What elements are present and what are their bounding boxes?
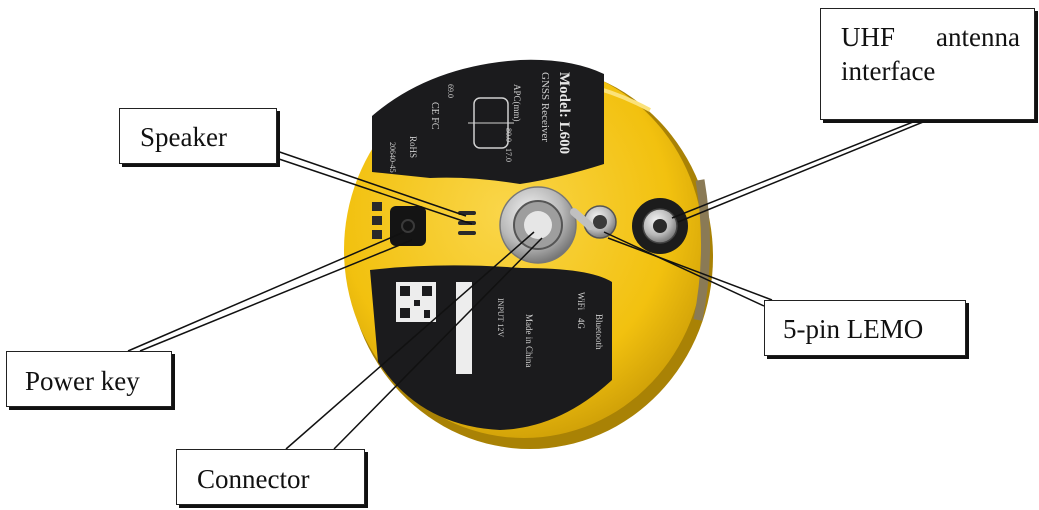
label-dim-b: 17.0 xyxy=(504,148,513,162)
label-version: 20640-45 xyxy=(388,142,397,173)
leader-power xyxy=(127,231,405,352)
lemo-port[interactable] xyxy=(570,205,617,239)
gnss-receiver: Model: L600 GNSS Receiver APC(mm) 80.0 1… xyxy=(344,59,713,449)
lower-label-panel: Bluetooth WiFi 4G Made in China INPUT 12… xyxy=(370,265,612,430)
qr-pattern xyxy=(400,286,432,318)
power-icon xyxy=(401,219,415,233)
label-apc: APC(mm) xyxy=(512,84,522,122)
power-key-body[interactable] xyxy=(390,206,426,246)
power-key[interactable] xyxy=(390,206,426,246)
callout-connector: Connector xyxy=(176,449,365,505)
connector-bore xyxy=(524,211,552,239)
callout-lemo-label: 5-pin LEMO xyxy=(783,314,924,344)
barcode-label xyxy=(456,282,472,374)
label-model: Model: L600 xyxy=(556,72,572,154)
connector-port[interactable] xyxy=(499,186,577,264)
callout-5pin-lemo: 5-pin LEMO xyxy=(764,300,966,356)
leader-lemo-2 xyxy=(607,237,773,301)
callout-power-label: Power key xyxy=(25,366,140,396)
callout-speaker: Speaker xyxy=(119,108,277,164)
callout-power-key: Power key xyxy=(6,351,172,407)
callout-connector-label: Connector xyxy=(197,464,310,494)
leader-lines xyxy=(127,119,929,450)
leader-connector-2 xyxy=(333,237,543,450)
leader-connector xyxy=(285,231,535,450)
label-cert: CE FC xyxy=(429,102,440,130)
callout-speaker-label: Speaker xyxy=(140,122,227,152)
leader-uhf xyxy=(671,119,919,219)
lemo-center xyxy=(593,215,607,229)
upper-label-panel: Model: L600 GNSS Receiver APC(mm) 80.0 1… xyxy=(372,59,604,184)
label-input: INPUT 12V xyxy=(496,298,505,337)
lower-panel-text: Bluetooth WiFi 4G Made in China INPUT 12… xyxy=(496,292,604,368)
label-made: Made in China xyxy=(524,314,534,368)
uhf-port-pin xyxy=(653,219,667,233)
uhf-antenna-port[interactable] xyxy=(632,198,688,254)
callout-uhf-line1: UHF antenna xyxy=(841,22,1020,52)
callout-uhf-antenna: UHF antenna interface xyxy=(820,8,1035,120)
label-type: GNSS Receiver xyxy=(539,72,551,142)
label-bluetooth: Bluetooth xyxy=(594,314,604,350)
leader-power-2 xyxy=(139,239,413,352)
leader-uhf-2 xyxy=(677,119,929,223)
label-rohs: RoHS xyxy=(408,136,418,158)
label-4g: 4G xyxy=(576,318,586,330)
lemo-cap-arm xyxy=(570,208,594,230)
upper-panel-text: Model: L600 GNSS Receiver APC(mm) 80.0 1… xyxy=(388,72,572,173)
indicator-leds xyxy=(372,202,382,239)
leader-speaker xyxy=(267,147,467,217)
label-dim-width: 69.0 xyxy=(446,84,455,98)
callout-uhf-line2: interface xyxy=(841,55,936,86)
label-wifi: WiFi xyxy=(576,292,586,311)
leader-lemo xyxy=(603,231,765,307)
side-bumper xyxy=(693,179,710,321)
leader-speaker-2 xyxy=(275,157,473,225)
upper-panel-shape xyxy=(372,59,604,184)
